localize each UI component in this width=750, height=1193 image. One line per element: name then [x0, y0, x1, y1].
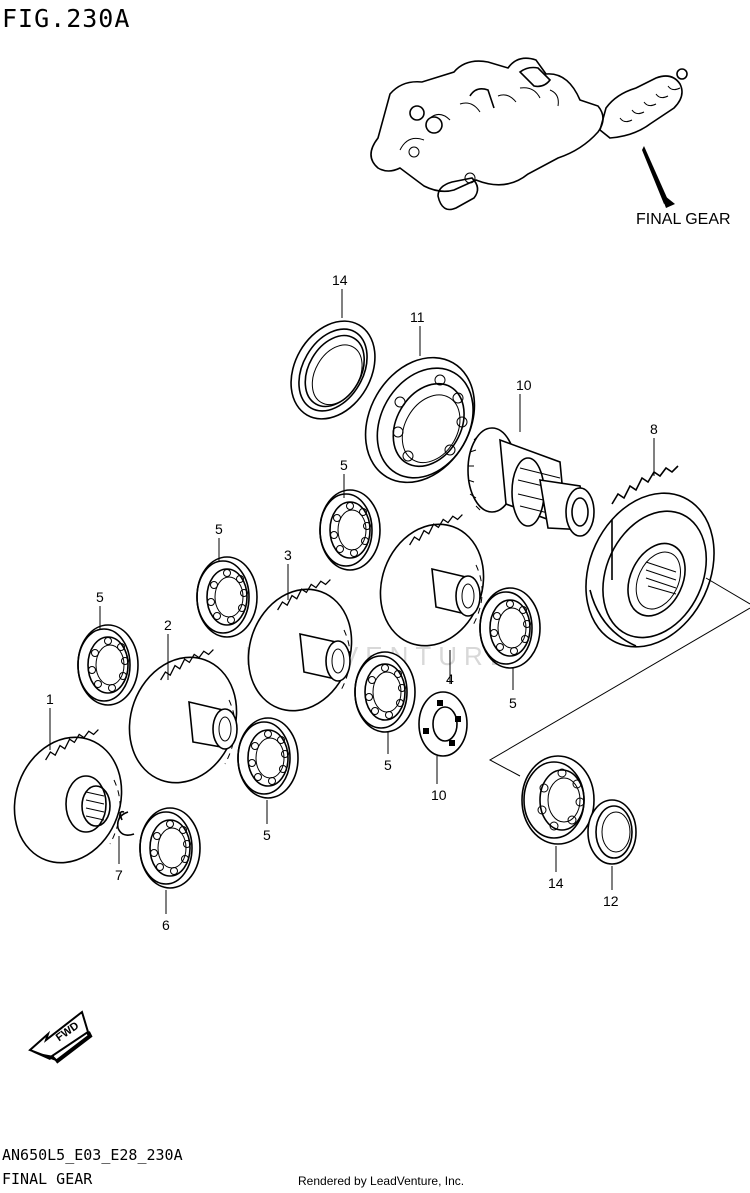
part-13-oil-seal [290, 320, 376, 420]
assembly-callout-label: FINAL GEAR [636, 211, 731, 228]
part-5-bearing-b [196, 556, 258, 638]
fwd-arrow: FWD [28, 1010, 93, 1064]
part-8-gear [585, 465, 715, 648]
label-13: 14 [332, 272, 348, 288]
label-5-a: 5 [340, 457, 348, 473]
part-6-bearing [139, 807, 201, 889]
label-2: 2 [164, 617, 172, 633]
part-5-bearing-e [354, 651, 416, 733]
label-5-b: 5 [215, 521, 223, 537]
label-5-e: 5 [384, 757, 392, 773]
part-2-gear [128, 648, 238, 784]
part-12-oil-seal [587, 799, 637, 865]
part-5-bearing-f [237, 717, 299, 799]
render-credit: Rendered by LeadVenture, Inc. [298, 1174, 465, 1188]
label-4: 4 [446, 671, 454, 687]
label-5-f: 5 [263, 827, 271, 843]
part-5-bearing-a [319, 489, 381, 571]
label-5-d: 5 [509, 695, 517, 711]
part-5-bearing-d [479, 587, 541, 669]
leader-lines [49, 289, 750, 914]
label-3: 3 [284, 547, 292, 563]
label-12: 12 [603, 893, 619, 909]
figure-name: FINAL GEAR [2, 1170, 93, 1188]
label-14: 14 [548, 875, 564, 891]
label-10: 10 [431, 787, 447, 803]
label-7: 7 [115, 867, 123, 883]
label-5-c: 5 [96, 589, 104, 605]
part-7-circlip [116, 810, 135, 836]
label-9: 10 [516, 377, 532, 393]
part-4-gear [379, 513, 485, 647]
label-1: 1 [46, 691, 54, 707]
label-11: 11 [410, 309, 425, 325]
label-6: 6 [162, 917, 170, 933]
transmission-case-assembly [370, 57, 688, 211]
label-8: 8 [650, 421, 658, 437]
part-3-gear [247, 578, 353, 712]
figure-title: FIG.230A [2, 4, 131, 33]
callout-arrow [642, 146, 668, 204]
part-1-gear [13, 728, 123, 864]
part-5-bearing-c [77, 624, 139, 706]
part-10-washer [418, 691, 468, 757]
part-14-bearing [521, 755, 595, 845]
part-9-shaft [467, 427, 595, 537]
figure-code: AN650L5_E03_E28_230A [2, 1146, 183, 1164]
part-11-bearing [364, 356, 476, 484]
